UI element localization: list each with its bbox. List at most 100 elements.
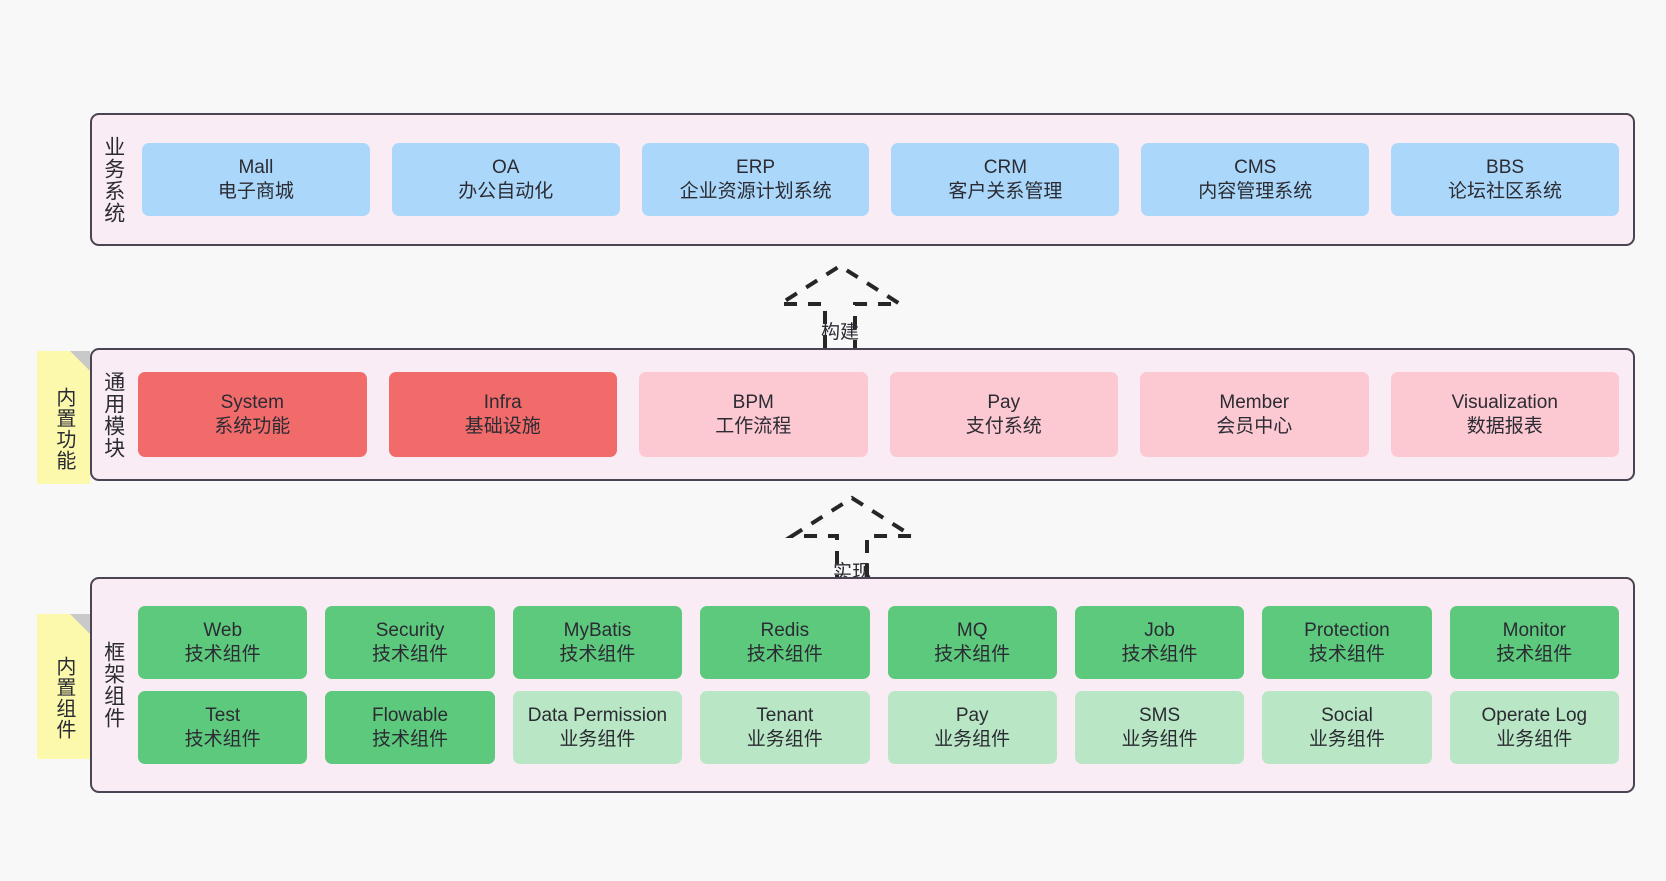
card-title: Member bbox=[1219, 391, 1290, 413]
card-infra[interactable]: Infra 基础设施 bbox=[388, 372, 617, 457]
card-subtitle: 工作流程 bbox=[715, 415, 792, 437]
card-bbs[interactable]: BBS 论坛社区系统 bbox=[1391, 143, 1619, 216]
card-title: Tenant bbox=[756, 704, 814, 726]
note-builtin-features: 内置功能 bbox=[37, 351, 90, 484]
card-title: OA bbox=[492, 156, 520, 178]
card-subtitle: 业务组件 bbox=[1496, 728, 1573, 750]
card-row: Test 技术组件 Flowable 技术组件 Data Permission … bbox=[138, 691, 1619, 764]
card-subtitle: 技术组件 bbox=[372, 643, 449, 665]
card-job[interactable]: Job 技术组件 bbox=[1074, 606, 1245, 679]
card-subtitle: 办公自动化 bbox=[458, 180, 554, 202]
card-subtitle: 系统功能 bbox=[214, 415, 291, 437]
card-visualization[interactable]: Visualization 数据报表 bbox=[1390, 372, 1619, 457]
card-crm[interactable]: CRM 客户关系管理 bbox=[891, 143, 1120, 216]
card-title: MQ bbox=[956, 619, 988, 641]
card-title: SMS bbox=[1138, 704, 1181, 726]
card-title: CRM bbox=[983, 156, 1028, 178]
arrow-implement: 实现 bbox=[772, 490, 932, 588]
card-monitor[interactable]: Monitor 技术组件 bbox=[1449, 606, 1619, 679]
card-title: Job bbox=[1144, 619, 1175, 641]
card-data-permission[interactable]: Data Permission 业务组件 bbox=[512, 691, 683, 764]
card-security[interactable]: Security 技术组件 bbox=[325, 606, 495, 679]
card-pay[interactable]: Pay 支付系统 bbox=[889, 372, 1118, 457]
card-system[interactable]: System 系统功能 bbox=[138, 372, 367, 457]
layer-framework-components: 框架组件 Web 技术组件 Security 技术组件 MyBatis 技术组件… bbox=[90, 577, 1635, 793]
card-subtitle: 电子商城 bbox=[217, 180, 294, 202]
card-mall[interactable]: Mall 电子商城 bbox=[142, 143, 370, 216]
card-subtitle: 技术组件 bbox=[1308, 643, 1385, 665]
card-subtitle: 技术组件 bbox=[184, 643, 261, 665]
card-subtitle: 业务组件 bbox=[559, 728, 636, 750]
card-member[interactable]: Member 会员中心 bbox=[1140, 372, 1369, 457]
card-title: Operate Log bbox=[1481, 704, 1588, 726]
card-row: Web 技术组件 Security 技术组件 MyBatis 技术组件 Redi… bbox=[138, 606, 1619, 679]
card-social[interactable]: Social 业务组件 bbox=[1262, 691, 1432, 764]
card-subtitle: 技术组件 bbox=[934, 643, 1011, 665]
dashed-block-arrow-up-icon bbox=[785, 495, 919, 588]
card-subtitle: 客户关系管理 bbox=[948, 180, 1063, 202]
card-tenant[interactable]: Tenant 业务组件 bbox=[700, 691, 870, 764]
card-subtitle: 内容管理系统 bbox=[1198, 180, 1313, 202]
card-title: ERP bbox=[736, 156, 776, 178]
card-oa[interactable]: OA 办公自动化 bbox=[391, 143, 620, 216]
card-subtitle: 业务组件 bbox=[934, 728, 1011, 750]
card-bpm[interactable]: BPM 工作流程 bbox=[639, 372, 868, 457]
card-title: Redis bbox=[760, 619, 810, 641]
card-subtitle: 基础设施 bbox=[464, 415, 541, 437]
card-subtitle: 业务组件 bbox=[1121, 728, 1198, 750]
card-web[interactable]: Web 技术组件 bbox=[138, 606, 308, 679]
card-title: Web bbox=[203, 619, 243, 641]
layer-common-modules: 通用模块 System 系统功能 Infra 基础设施 BPM 工作流程 Pay… bbox=[90, 348, 1635, 481]
layer-business-systems: 业务系统 Mall 电子商城 OA 办公自动化 ERP 企业资源计划系统 CRM… bbox=[90, 113, 1635, 246]
card-subtitle: 数据报表 bbox=[1466, 415, 1543, 437]
card-subtitle: 技术组件 bbox=[1496, 643, 1573, 665]
card-title: Pay bbox=[987, 391, 1021, 413]
card-subtitle: 技术组件 bbox=[746, 643, 823, 665]
card-subtitle: 业务组件 bbox=[746, 728, 823, 750]
card-redis[interactable]: Redis 技术组件 bbox=[700, 606, 870, 679]
card-subtitle: 技术组件 bbox=[184, 728, 261, 750]
layer-body-common: System 系统功能 Infra 基础设施 BPM 工作流程 Pay 支付系统… bbox=[134, 350, 1633, 479]
card-test[interactable]: Test 技术组件 bbox=[138, 691, 308, 764]
dashed-block-arrow-up-icon bbox=[773, 263, 907, 348]
card-title: Test bbox=[205, 704, 241, 726]
layer-body-business: Mall 电子商城 OA 办公自动化 ERP 企业资源计划系统 CRM 客户关系… bbox=[134, 115, 1633, 244]
card-title: Infra bbox=[483, 391, 522, 413]
card-subtitle: 业务组件 bbox=[1308, 728, 1385, 750]
card-title: CMS bbox=[1234, 156, 1277, 178]
card-pay-business[interactable]: Pay 业务组件 bbox=[887, 691, 1057, 764]
card-title: System bbox=[220, 391, 284, 413]
card-mq[interactable]: MQ 技术组件 bbox=[887, 606, 1057, 679]
card-title: Social bbox=[1321, 704, 1373, 726]
card-cms[interactable]: CMS 内容管理系统 bbox=[1141, 143, 1370, 216]
card-mybatis[interactable]: MyBatis 技术组件 bbox=[512, 606, 683, 679]
arrow-build: 构建 bbox=[760, 258, 920, 348]
card-subtitle: 技术组件 bbox=[1121, 643, 1198, 665]
card-erp[interactable]: ERP 企业资源计划系统 bbox=[641, 143, 870, 216]
card-title: Mall bbox=[238, 156, 274, 178]
card-title: Data Permission bbox=[527, 704, 668, 726]
card-operate-log[interactable]: Operate Log 业务组件 bbox=[1449, 691, 1619, 764]
card-flowable[interactable]: Flowable 技术组件 bbox=[325, 691, 495, 764]
card-title: Visualization bbox=[1451, 391, 1558, 413]
card-subtitle: 支付系统 bbox=[965, 415, 1042, 437]
layer-title-framework: 框架组件 bbox=[101, 641, 125, 729]
note-label: 内置功能 bbox=[52, 386, 75, 471]
card-title: Pay bbox=[955, 704, 989, 726]
card-title: MyBatis bbox=[563, 619, 632, 641]
note-label: 内置组件 bbox=[52, 655, 75, 740]
card-row: Mall 电子商城 OA 办公自动化 ERP 企业资源计划系统 CRM 客户关系… bbox=[142, 143, 1619, 216]
card-title: Security bbox=[375, 619, 445, 641]
card-title: BPM bbox=[732, 391, 774, 413]
card-subtitle: 企业资源计划系统 bbox=[679, 180, 832, 202]
arrow-label-build: 构建 bbox=[820, 322, 859, 343]
card-sms[interactable]: SMS 业务组件 bbox=[1074, 691, 1245, 764]
card-subtitle: 技术组件 bbox=[559, 643, 636, 665]
card-protection[interactable]: Protection 技术组件 bbox=[1262, 606, 1432, 679]
layer-body-framework: Web 技术组件 Security 技术组件 MyBatis 技术组件 Redi… bbox=[134, 579, 1633, 791]
card-subtitle: 技术组件 bbox=[372, 728, 449, 750]
card-row: System 系统功能 Infra 基础设施 BPM 工作流程 Pay 支付系统… bbox=[138, 372, 1619, 457]
card-title: Monitor bbox=[1502, 619, 1566, 641]
card-title: Flowable bbox=[372, 704, 449, 726]
